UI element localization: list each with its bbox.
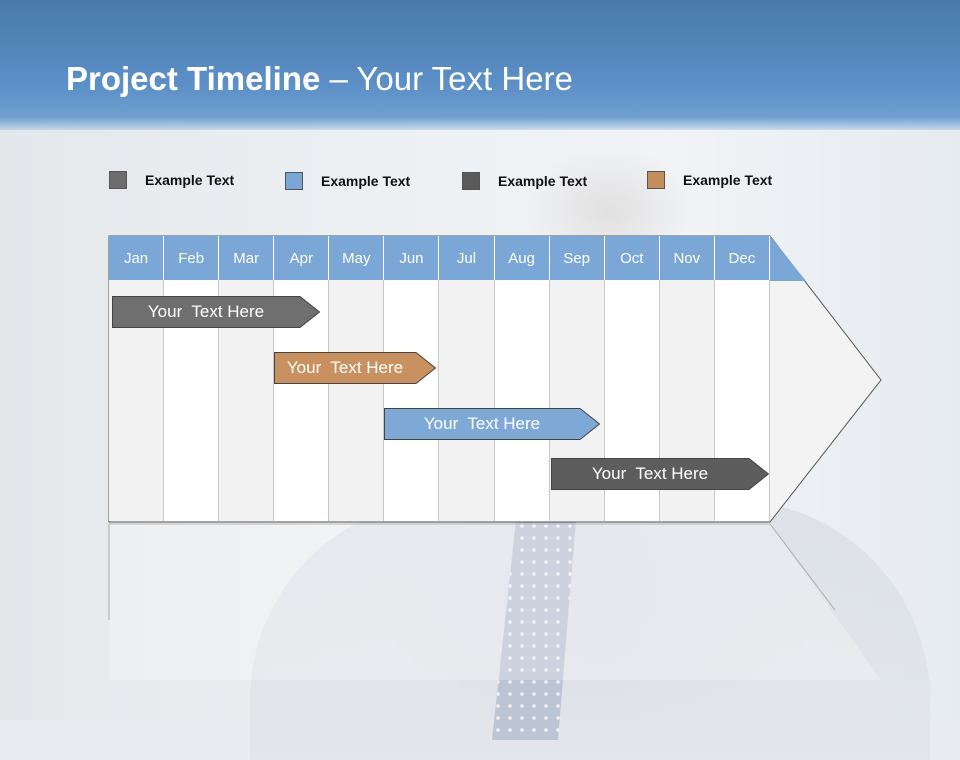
task-bar[interactable]: Your Text Here [551,458,769,490]
month-header-mar: Mar [219,236,275,280]
legend-swatch [462,172,480,190]
slide-title: Project Timeline – Your Text Here [66,60,573,98]
legend-label: Example Text [683,172,773,188]
month-header-may: May [329,236,385,280]
task-bar-arrow [384,408,600,440]
task-bar-arrow [551,458,769,490]
month-header-sep: Sep [549,236,605,280]
task-bar-label: Your Text Here [147,302,265,321]
task-bar[interactable]: Your Text Here [384,408,600,440]
task-bar-label: Your Text Here [591,464,709,483]
legend-swatch [285,172,303,190]
month-column [439,280,495,521]
legend-label: Example Text [498,173,588,189]
legend-item: Example Text [647,171,772,189]
month-header-aug: Aug [494,236,550,280]
legend-label: Example Text [145,172,235,188]
month-header-jan: Jan [109,236,165,280]
month-column [494,280,550,521]
task-bar-label: Your Text Here [286,358,404,377]
legend-label: Example Text [321,173,411,189]
task-bar-arrow [112,296,320,328]
legend-swatch [647,171,665,189]
month-column [384,280,440,521]
month-header-feb: Feb [164,236,220,280]
month-header-oct: Oct [604,236,660,280]
month-header-dec: Dec [714,236,770,280]
month-column [329,280,385,521]
title-bold: Project Timeline [66,60,321,97]
legend-swatch [109,171,127,189]
task-bar[interactable]: Your Text Here [274,352,436,384]
task-bar-arrow [274,352,436,384]
slide-header [0,0,960,130]
task-bar[interactable]: Your Text Here [112,296,320,328]
month-header-jun: Jun [384,236,440,280]
title-rest: – Your Text Here [320,60,573,97]
legend-item: Example Text [462,172,587,190]
month-header-nov: Nov [659,236,715,280]
background-suit [250,500,930,760]
legend-item: Example Text [285,172,410,190]
task-bar-label: Your Text Here [423,414,541,433]
month-header-apr: Apr [274,236,330,280]
legend-item: Example Text [109,171,234,189]
month-header-jul: Jul [439,236,495,280]
